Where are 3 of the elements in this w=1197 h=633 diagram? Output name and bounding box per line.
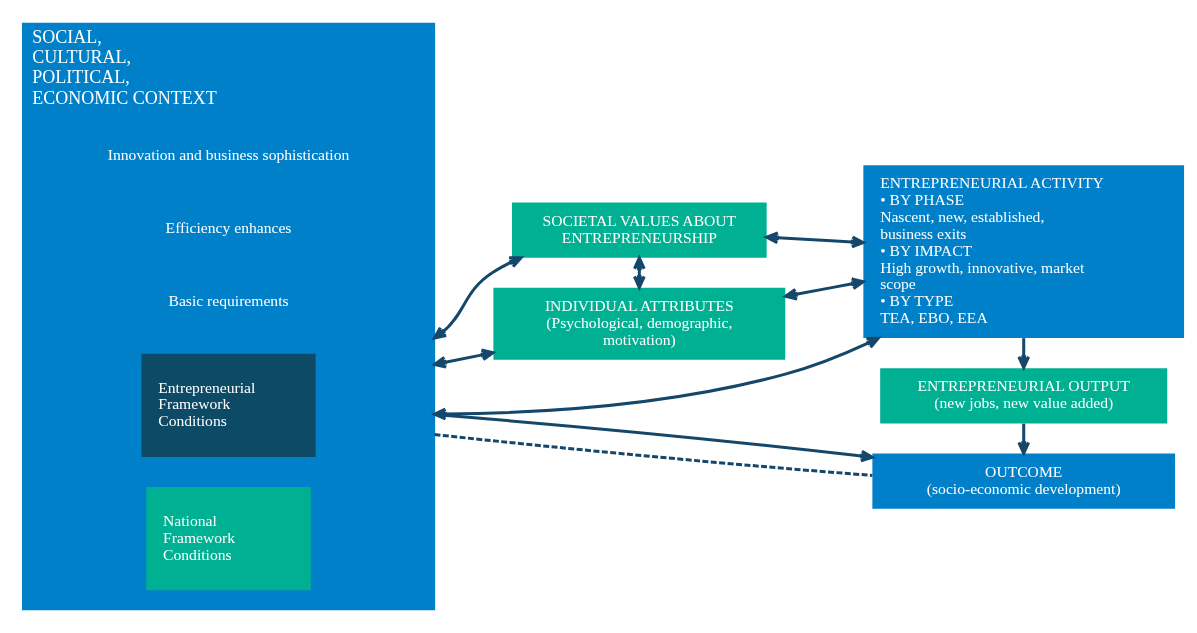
label: Innovation and business sophistication xyxy=(107,145,350,163)
label: Basic requirements xyxy=(168,292,289,310)
label: Efficiency enhances xyxy=(165,218,292,236)
